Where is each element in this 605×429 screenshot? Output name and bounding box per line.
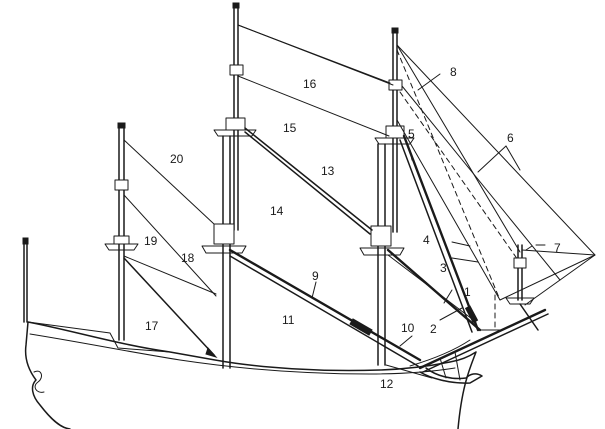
leader-lines [311,73,533,347]
label-12: 12 [380,377,394,391]
deck-line [29,333,456,375]
stern-ornament [33,370,45,393]
hull-outline [24,321,477,429]
beakhead [419,367,483,384]
label-1: 1 [464,285,471,299]
label-11: 11 [282,313,295,327]
label-17: 17 [145,319,159,333]
label-15: 15 [283,121,297,135]
label-14: 14 [270,204,284,218]
label-19: 19 [144,234,158,248]
label-13: 13 [321,164,335,178]
label-8: 8 [450,65,457,79]
label-4: 4 [423,233,430,247]
label-18: 18 [181,251,195,265]
label-10: 10 [401,321,415,335]
stern-gallery [27,321,171,353]
label-20: 20 [170,152,184,166]
rear-mast [104,122,139,341]
label-2: 2 [430,322,437,336]
label-6: 6 [507,131,514,145]
hull [24,321,483,429]
fore-mast [359,27,415,366]
callout-labels: 1 2 3 4 5 6 7 8 9 10 11 12 13 14 15 16 1… [144,65,561,391]
bowsprit [418,244,549,373]
rigging [123,24,596,379]
mizzen-mast [22,237,29,323]
label-5: 5 [408,127,415,141]
main-mast [201,2,257,369]
label-9: 9 [312,269,319,283]
label-7: 7 [554,241,561,255]
label-3: 3 [440,261,447,275]
label-16: 16 [303,77,317,91]
